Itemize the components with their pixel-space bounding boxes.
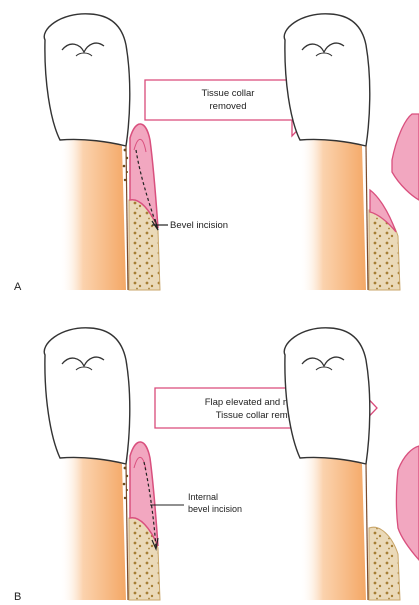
enamel-crown-right: [284, 14, 370, 146]
tissue-collar-line2: removed: [210, 101, 247, 112]
panel-b: Internal bevel incision Flap elevated an…: [14, 328, 419, 603]
root-dentin-b: [60, 456, 126, 600]
root-outline-right: [366, 146, 368, 290]
root-outline-b: [126, 464, 128, 600]
removed-tissue-collar: [392, 114, 419, 200]
calculus-b: [123, 467, 129, 500]
panel-b-letter: B: [14, 591, 21, 603]
internal-bevel-label-line2: bevel incision: [188, 504, 242, 514]
enamel-crown: [44, 14, 130, 146]
panel-b-right-tooth: [284, 328, 419, 600]
tissue-collar-line1: Tissue collar: [202, 88, 255, 99]
alveolar-bone-right: [369, 209, 400, 290]
enamel-crown-right-b: [284, 328, 370, 464]
root-dentin-right: [300, 138, 366, 290]
panel-b-left-tooth: [44, 328, 184, 600]
enamel-crown-b: [44, 328, 130, 464]
internal-bevel-label-line1: Internal: [188, 492, 218, 502]
panel-a-letter: A: [14, 281, 22, 293]
alveolar-bone-right-b: [369, 527, 400, 600]
panel-a: Bevel incision Tissue collar removed A: [14, 14, 419, 293]
calculus: [123, 149, 129, 182]
panel-a-right-tooth: [284, 14, 419, 290]
root-outline-right-b: [366, 464, 368, 600]
reflected-flap: [397, 446, 419, 560]
root-dentin-right-b: [300, 456, 366, 600]
bevel-incision-label: Bevel incision: [170, 220, 228, 231]
panel-a-left-tooth: [44, 14, 168, 290]
root-outline: [126, 146, 128, 290]
root-dentin: [60, 138, 126, 290]
